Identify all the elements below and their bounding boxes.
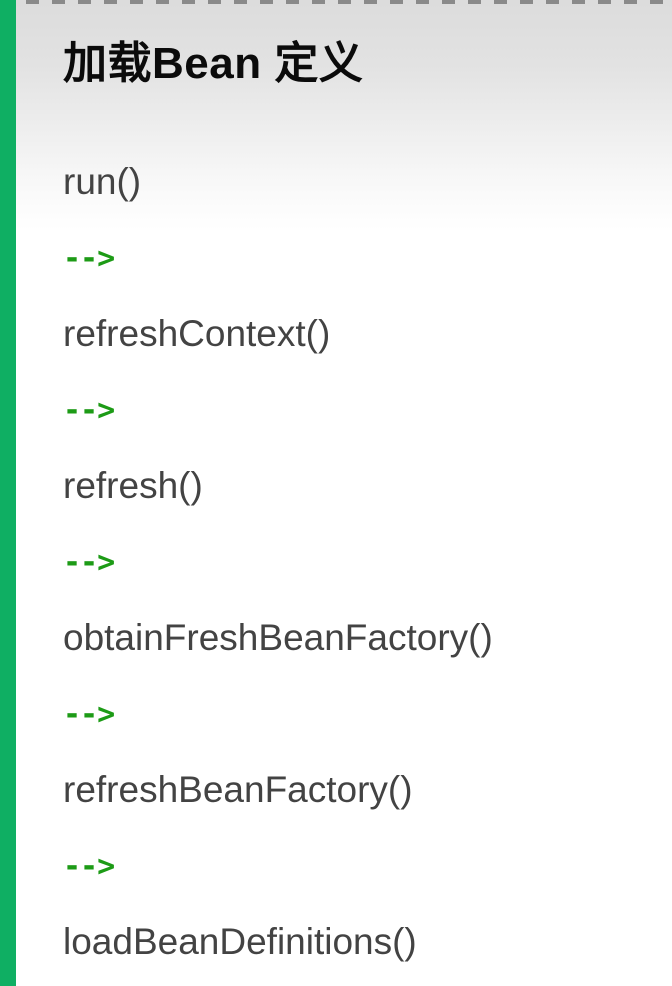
arrow-icon: --> [63,696,115,732]
arrow-icon: --> [63,392,115,428]
call-chain-method-load-bean-definitions: loadBeanDefinitions() [63,921,417,962]
top-dashed-divider [0,0,672,4]
left-accent-bar [0,0,16,986]
call-chain-method-refresh-bean-factory: refreshBeanFactory() [63,769,413,810]
arrow-icon: --> [63,240,115,276]
call-chain-list: run() --> refreshContext() --> refresh()… [63,144,672,980]
call-chain-method-run: run() [63,161,142,202]
page-title: 加载Bean 定义 [63,39,364,88]
call-chain-method-refresh: refresh() [63,465,203,506]
card-content: 加载Bean 定义 run() --> refreshContext() -->… [16,0,672,986]
arrow-icon: --> [63,544,115,580]
arrow-icon: --> [63,848,115,884]
call-chain-method-refresh-context: refreshContext() [63,313,331,354]
call-chain-method-obtain-fresh-bean-factory: obtainFreshBeanFactory() [63,617,493,658]
